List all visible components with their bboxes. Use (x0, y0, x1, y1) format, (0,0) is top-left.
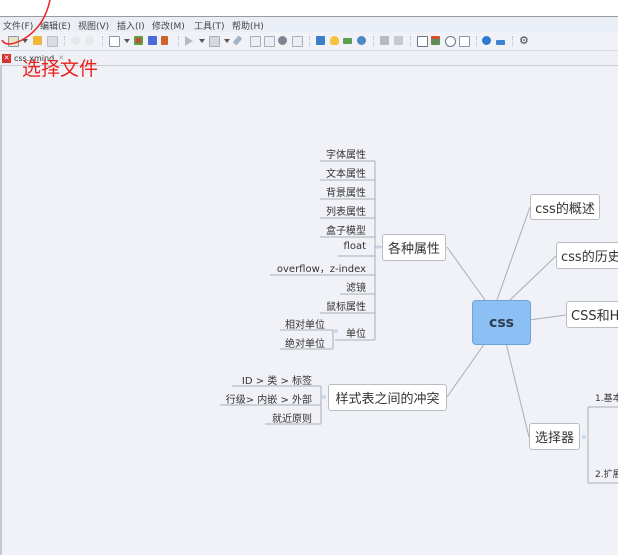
topic-icon[interactable] (109, 36, 120, 47)
toolbar: ⚙ (0, 32, 618, 51)
menu-bar: 文件(F) 编辑(E) 视图(V) 插入(I) 修改(M) 工具(T) 帮助(H… (0, 17, 618, 32)
subtopic-icon[interactable] (134, 36, 143, 45)
toolbar-separator (512, 36, 514, 46)
zoom-in-icon[interactable] (394, 36, 403, 45)
redo-icon[interactable] (85, 36, 94, 45)
subtopic-absolute-units[interactable]: 绝对单位 (285, 339, 325, 350)
style-icon[interactable] (278, 36, 287, 45)
drill-icon[interactable] (380, 36, 389, 45)
toolbar-separator (309, 36, 311, 46)
xmind-file-icon: ✕ (2, 53, 11, 63)
subtopic-text-properties[interactable]: 文本属性 (326, 169, 366, 180)
chevron-down-icon[interactable] (22, 39, 28, 43)
subtopic-filters[interactable]: 滤镜 (346, 283, 366, 294)
topic-properties[interactable]: 各种属性 (382, 234, 446, 261)
notes-icon[interactable] (264, 36, 275, 47)
subtopic-basic-selectors[interactable]: 1.基本 (595, 394, 618, 404)
filter-icon[interactable] (343, 38, 352, 44)
toolbar-separator (410, 36, 412, 46)
subtopic-font-properties[interactable]: 字体属性 (326, 150, 366, 161)
close-icon[interactable]: ✕ (58, 54, 65, 62)
subtopic-proximity-principle[interactable]: 就近原则 (272, 414, 312, 425)
subtopic-units[interactable]: 单位 (346, 329, 366, 340)
topic-css-history[interactable]: css的历史 (556, 242, 618, 269)
editor-tab-bar: ✕ css.xmind ✕ (0, 51, 618, 66)
open-folder-icon[interactable] (33, 36, 42, 45)
subtopic-cursor-properties[interactable]: 鼠标属性 (326, 302, 366, 313)
subtopic-float[interactable]: float (343, 241, 366, 252)
share-icon[interactable] (482, 36, 491, 45)
idea-icon[interactable] (330, 36, 339, 45)
subtopic-extended-selectors[interactable]: 2.扩展 (595, 470, 618, 480)
topic-css-overview[interactable]: css的概述 (530, 194, 600, 220)
menu-tools[interactable]: 工具(T) (194, 22, 225, 32)
menu-edit[interactable]: 编辑(E) (40, 22, 71, 32)
menu-help[interactable]: 帮助(H) (232, 22, 264, 32)
window-icon[interactable] (417, 36, 428, 47)
settings-icon[interactable]: ⚙ (519, 34, 529, 47)
save-icon[interactable] (47, 36, 58, 47)
toolbar-separator (178, 36, 180, 46)
menu-file[interactable]: 文件(F) (3, 22, 34, 32)
window-top-strip (0, 0, 618, 17)
subtopic-box-model[interactable]: 盒子模型 (326, 226, 366, 237)
menu-view[interactable]: 视图(V) (78, 22, 110, 32)
annotation-select-file: 选择文件 (22, 58, 99, 80)
topic-css-and-html[interactable]: CSS和H (566, 301, 618, 328)
menu-modify[interactable]: 修改(M) (152, 22, 185, 32)
subtopic-relative-units[interactable]: 相对单位 (285, 320, 325, 331)
upload-icon[interactable] (496, 40, 505, 45)
topic-stylesheet-conflicts[interactable]: 样式表之间的冲突 (328, 384, 447, 411)
chevron-down-icon[interactable] (224, 39, 230, 43)
topic-selectors[interactable]: 选择器 (529, 423, 580, 450)
image-icon[interactable] (316, 36, 325, 45)
subtopic-overflow-zindex[interactable]: overflow，z-index (276, 264, 366, 275)
toolbar-separator (476, 36, 478, 46)
undo-icon[interactable] (71, 36, 80, 45)
relationship-icon[interactable] (161, 36, 168, 45)
tab-css-xmind[interactable]: ✕ css.xmind ✕ (2, 51, 64, 65)
chevron-down-icon[interactable] (124, 39, 130, 43)
calendar-icon[interactable] (431, 36, 440, 45)
export-icon[interactable] (209, 36, 220, 47)
clock-icon[interactable] (445, 36, 456, 47)
marker-icon[interactable] (357, 36, 366, 45)
toolbar-separator (64, 36, 66, 46)
list-icon[interactable] (148, 36, 157, 45)
outline-icon[interactable] (250, 36, 261, 47)
format-icon[interactable] (292, 36, 303, 47)
subtopic-inline-embedded-external[interactable]: 行级> 内嵌 > 外部 (225, 395, 312, 406)
subtopic-id-class-tag[interactable]: ID > 类 > 标签 (241, 376, 312, 387)
mindmap-root-node[interactable]: css (472, 300, 531, 345)
presentation-icon[interactable] (185, 36, 193, 46)
menu-insert[interactable]: 插入(I) (117, 22, 145, 32)
toolbar-separator (102, 36, 104, 46)
search-icon[interactable] (459, 36, 470, 47)
toolbar-separator (373, 36, 375, 46)
subtopic-list-properties[interactable]: 列表属性 (326, 207, 366, 218)
chevron-down-icon[interactable] (199, 39, 205, 43)
tab-label: css.xmind (14, 53, 55, 63)
subtopic-background-properties[interactable]: 背景属性 (326, 188, 366, 199)
